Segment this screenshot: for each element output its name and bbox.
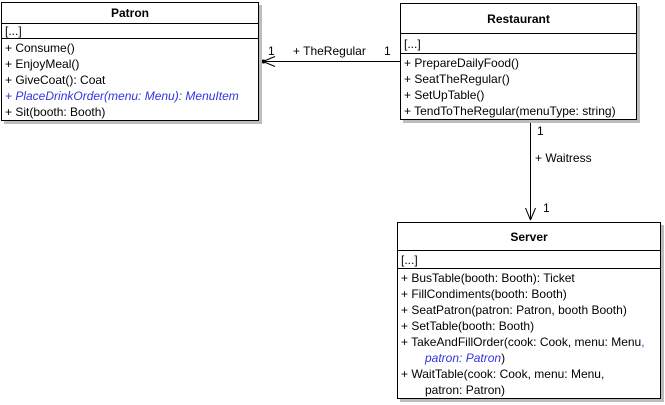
method-takeandfillorder-line2: patron: Patron)	[425, 351, 506, 365]
class-methods-restaurant: + PrepareDailyFood() + SeatTheRegular() …	[401, 54, 636, 119]
method-consume: + Consume()	[5, 41, 75, 55]
method-seattheregular: + SeatTheRegular()	[404, 72, 510, 86]
class-title-server: Server	[398, 223, 660, 251]
method-placedrinkorder: + PlaceDrinkOrder(menu: Menu): MenuItem	[5, 89, 239, 103]
class-attributes-patron: [...]	[2, 24, 258, 39]
class-box-restaurant[interactable]: Restaurant [...] + PrepareDailyFood() + …	[400, 3, 637, 120]
method-enjoymeal: + EnjoyMeal()	[5, 57, 80, 71]
class-box-server[interactable]: Server [...] + BusTable(booth: Booth): T…	[397, 222, 661, 399]
association-waitress-line	[525, 121, 536, 221]
method-tendtotheregular: + TendToTheRegular(menuType: string)	[404, 104, 616, 118]
method-seatpatron: + SeatPatron(patron: Patron, booth Booth…	[401, 303, 627, 317]
class-title-restaurant: Restaurant	[401, 4, 636, 34]
multiplicity-waitress-restaurant-end: 1	[537, 124, 544, 138]
multiplicity-theregular-patron-end: 1	[268, 44, 275, 58]
method-givecoat: + GiveCoat(): Coat	[5, 73, 106, 87]
method-fillcondiments: + FillCondiments(booth: Booth)	[401, 287, 567, 301]
class-attributes-server: [...]	[398, 251, 660, 269]
class-title-patron: Patron	[2, 3, 258, 24]
multiplicity-waitress-server-end: 1	[543, 201, 550, 215]
association-label-waitress: + Waitress	[535, 151, 592, 165]
method-takeandfillorder-line1: + TakeAndFillOrder(cook: Cook, menu: Men…	[401, 335, 645, 349]
multiplicity-theregular-restaurant-end: 1	[384, 44, 391, 58]
method-setuptable: + SetUpTable()	[404, 88, 485, 102]
association-theregular-line	[261, 56, 400, 67]
class-box-patron[interactable]: Patron [...] + Consume() + EnjoyMeal() +…	[1, 2, 259, 121]
method-settable: + SetTable(booth: Booth)	[401, 319, 535, 333]
method-waittable-line2: patron: Patron)	[425, 383, 506, 397]
association-label-theregular: + TheRegular	[293, 44, 366, 58]
class-attributes-restaurant: [...]	[401, 34, 636, 54]
class-methods-server: + BusTable(booth: Booth): Ticket + FillC…	[398, 269, 660, 398]
class-methods-patron: + Consume() + EnjoyMeal() + GiveCoat(): …	[2, 39, 258, 120]
method-preparedailyfood: + PrepareDailyFood()	[404, 56, 520, 70]
method-waittable-line1: + WaitTable(cook: Cook, menu: Menu,	[401, 367, 605, 381]
method-bustable: + BusTable(booth: Booth): Ticket	[401, 271, 575, 285]
method-sit: + Sit(booth: Booth)	[5, 105, 106, 119]
